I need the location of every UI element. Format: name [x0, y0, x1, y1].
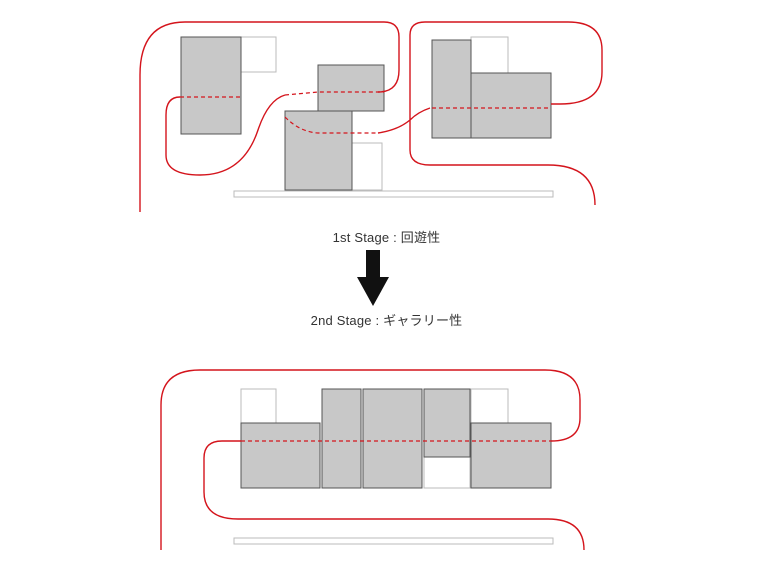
stage1-open-volume	[351, 142, 383, 191]
stage2-circulation-route	[160, 369, 585, 551]
stage1-building-block	[284, 110, 353, 191]
stage2-building-block	[423, 388, 471, 458]
stage1-building-block	[431, 39, 472, 139]
stage2-building-block	[321, 388, 362, 489]
stage1-plan	[139, 21, 603, 212]
stage2-open-volume	[240, 388, 277, 424]
stage1-circulation-dashed	[180, 91, 551, 134]
stage2-ground-strip	[233, 537, 554, 545]
stage2-open-volume	[470, 388, 509, 424]
stage2-open-volume	[423, 456, 471, 489]
stage2-label: 2nd Stage : ギャラリー性	[310, 313, 463, 328]
stage1-open-volume	[240, 36, 277, 73]
stage1-building-block	[317, 64, 385, 112]
stage1-label: 1st Stage : 回遊性	[332, 230, 441, 245]
stage2-building-block	[362, 388, 423, 489]
stage2-building-block	[470, 422, 552, 489]
stage2-plan	[160, 369, 585, 551]
stage1-circulation-route	[409, 21, 603, 108]
stage1-ground-strip	[233, 190, 554, 198]
stage1-open-volume	[470, 36, 509, 74]
stage1-building-block	[180, 36, 242, 135]
stage1-building-block	[470, 72, 552, 139]
stage1-circulation-route	[139, 21, 596, 212]
transition-arrow	[357, 250, 389, 306]
stage2-building-block	[240, 422, 321, 489]
